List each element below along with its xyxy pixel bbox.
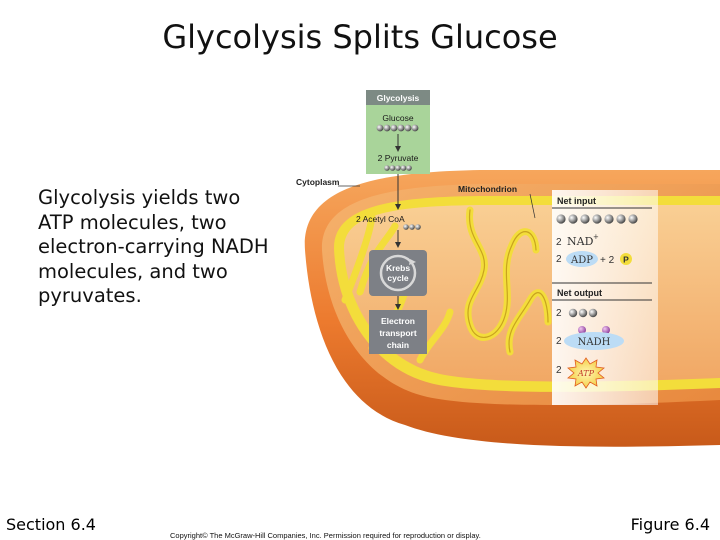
- pyruvate-molecules: [384, 165, 412, 171]
- krebs-label-line2: cycle: [387, 273, 409, 283]
- body-line: molecules, and two: [38, 259, 228, 283]
- body-line: Glycolysis yields two: [38, 186, 241, 209]
- output-nadh-count: 2: [556, 336, 562, 347]
- phosphate-icon: [620, 253, 632, 265]
- mitochondrion-label: Mitochondrion: [458, 184, 517, 194]
- body-line: electron-carrying NADH: [38, 235, 269, 258]
- glycolysis-box: Glycolysis Glucose 2 Pyruvate: [366, 90, 430, 174]
- net-input-label: Net input: [557, 196, 596, 206]
- atp-star-icon: [567, 357, 605, 389]
- acetyl-coa-label: 2 Acetyl CoA: [356, 214, 405, 224]
- body-line: pyruvates.: [38, 284, 142, 307]
- adp-count: 2: [556, 254, 562, 265]
- nad-count: 2: [556, 237, 562, 248]
- body-text: Glycolysis yields two ATP molecules, two…: [38, 186, 288, 309]
- phosphate-label: P: [623, 255, 629, 265]
- etc-label-line3: chain: [387, 340, 409, 350]
- body-line: ATP molecules, two: [38, 210, 227, 234]
- output-pyruvate-molecule: [568, 308, 598, 318]
- section-label: Section 6.4: [6, 515, 96, 534]
- output-atp-count: 2: [556, 365, 562, 376]
- krebs-label-line1: Krebs: [386, 263, 410, 273]
- nad-superscript: +: [593, 233, 599, 241]
- adp-label: ADP: [570, 255, 593, 266]
- slide-title: Glycolysis Splits Glucose: [162, 18, 558, 56]
- adp-oval: [566, 251, 598, 267]
- etc-label-line1: Electron: [381, 316, 415, 326]
- glycolysis-header: Glycolysis: [377, 93, 420, 103]
- electron-transport-chain: Electron transport chain: [369, 310, 427, 354]
- nad-label: NAD: [567, 235, 594, 248]
- net-output-label: Net output: [557, 288, 602, 298]
- glucose-molecule: [376, 124, 419, 132]
- etc-label-line2: transport: [379, 328, 416, 338]
- nadh-label: NADH: [578, 337, 611, 348]
- glucose-input-molecule: [556, 214, 638, 224]
- output-pyruvate-count: 2: [556, 308, 562, 319]
- cytoplasm-label: Cytoplasm: [296, 177, 340, 187]
- nadh-icon: [564, 326, 624, 350]
- plus-two: + 2: [600, 255, 615, 266]
- pyruvate-label: 2 Pyruvate: [378, 153, 419, 163]
- figure-label: Figure 6.4: [630, 515, 710, 534]
- atp-label: ATP: [577, 369, 595, 378]
- copyright-notice: Copyright© The McGraw-Hill Companies, In…: [170, 531, 481, 540]
- glucose-label: Glucose: [382, 113, 413, 123]
- krebs-cycle: Krebs cycle: [369, 250, 427, 296]
